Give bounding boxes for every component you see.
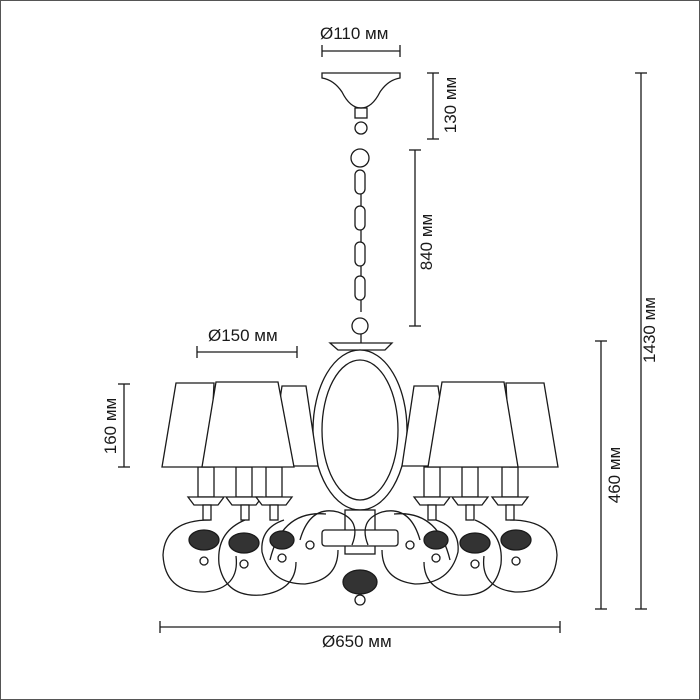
dim-body-height-line	[595, 340, 607, 610]
chain-length-label: 840 мм	[417, 213, 436, 271]
shade-diameter-label: Ø150 мм	[208, 326, 278, 345]
dim-chain-line	[409, 149, 421, 327]
dim-canopy-height-line	[427, 72, 439, 140]
chain	[350, 148, 370, 335]
dim-total-diameter-line	[159, 621, 561, 633]
dim-shade-height-line	[118, 383, 130, 468]
oval-frame	[312, 349, 408, 511]
shade-height-label: 160 мм	[101, 397, 120, 455]
dim-shade-diameter-line	[196, 346, 298, 358]
dim-canopy-diameter-line	[321, 45, 401, 57]
crystal-drops	[188, 529, 532, 554]
total-height-label: 1430 мм	[640, 297, 659, 363]
central-hub	[321, 509, 399, 606]
canopy-height-label: 130 мм	[441, 76, 460, 134]
arms	[162, 510, 558, 596]
canopy	[321, 72, 401, 135]
finials	[199, 540, 521, 569]
total-diameter-label: Ø650 мм	[322, 632, 392, 651]
body-top-cap	[328, 334, 394, 351]
dim-total-height-line	[635, 72, 647, 610]
shades-front	[201, 381, 519, 468]
body-height-label: 460 мм	[605, 446, 624, 504]
canopy-diameter-label: Ø110 мм	[320, 24, 389, 43]
